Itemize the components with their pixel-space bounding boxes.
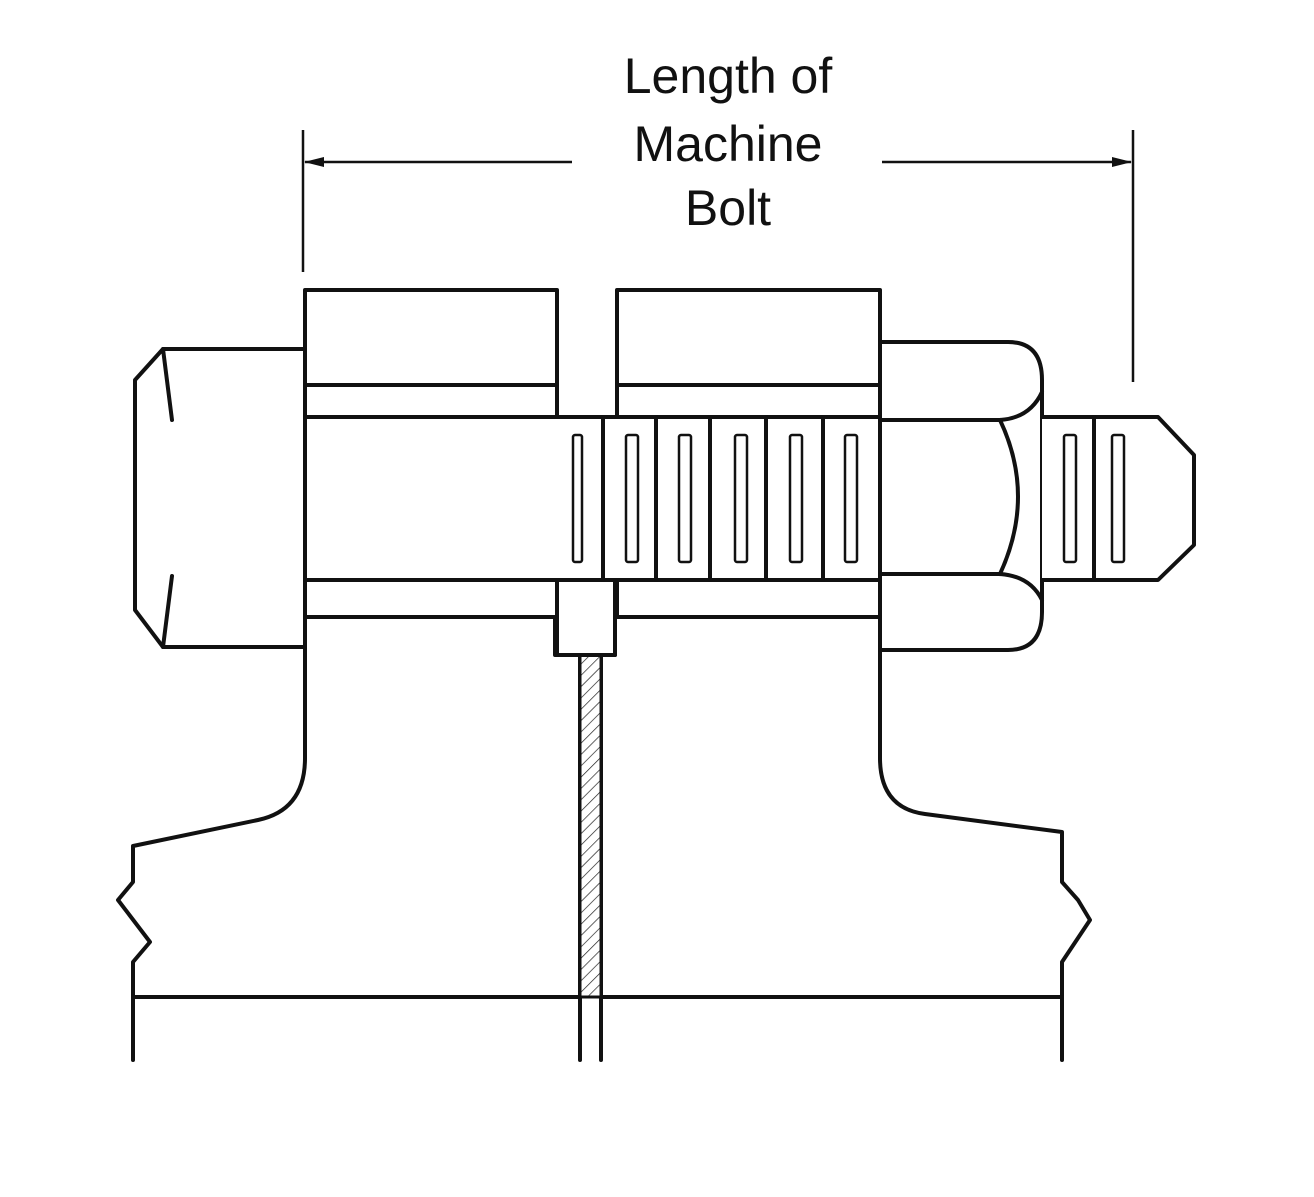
bolt-hole-bottom-left [303, 578, 559, 619]
thread-slot [788, 433, 804, 564]
casting-right-section [599, 615, 1092, 999]
bolt-hole-top-left [303, 383, 559, 419]
bolt-hole-top-right [615, 383, 882, 419]
bolt-shank-body [303, 415, 882, 582]
casting-left-section [116, 615, 582, 999]
dimension-line [301, 130, 1135, 382]
dimension-label-line-1: Length of [624, 48, 833, 104]
gap-notch [555, 578, 617, 657]
dimension-label-line-3: Bolt [685, 180, 771, 236]
bolt-head-chamfer-top [161, 347, 174, 422]
bolt-tail-outline [1040, 415, 1196, 582]
hex-nut-face-center [998, 418, 1020, 576]
dimension-label: Length of Machine Bolt [624, 48, 833, 236]
thread-slot [733, 433, 749, 564]
bolt-hole-bottom-right [615, 578, 882, 619]
lower-casting [116, 615, 1092, 1062]
bolt-threads [571, 415, 859, 582]
bolt-tail [1040, 415, 1196, 582]
bolt-head-chamfer-bottom [161, 574, 174, 649]
thread-slot [843, 433, 859, 564]
thread-slot [1110, 433, 1126, 564]
dimension-label-line-2: Machine [634, 116, 823, 172]
hex-nut [878, 340, 1044, 652]
bolt-shank [303, 415, 882, 582]
thread-slot [624, 433, 640, 564]
bolt-head-outline [133, 347, 307, 649]
thread-slot [1062, 433, 1078, 564]
upper-flanges [303, 288, 882, 387]
upper-flange-left [303, 288, 559, 387]
gasket-joint [578, 653, 603, 999]
thread-slot [677, 433, 693, 564]
upper-flange-right [615, 288, 882, 387]
thread-slot [571, 433, 584, 564]
bolt-head [133, 347, 307, 649]
